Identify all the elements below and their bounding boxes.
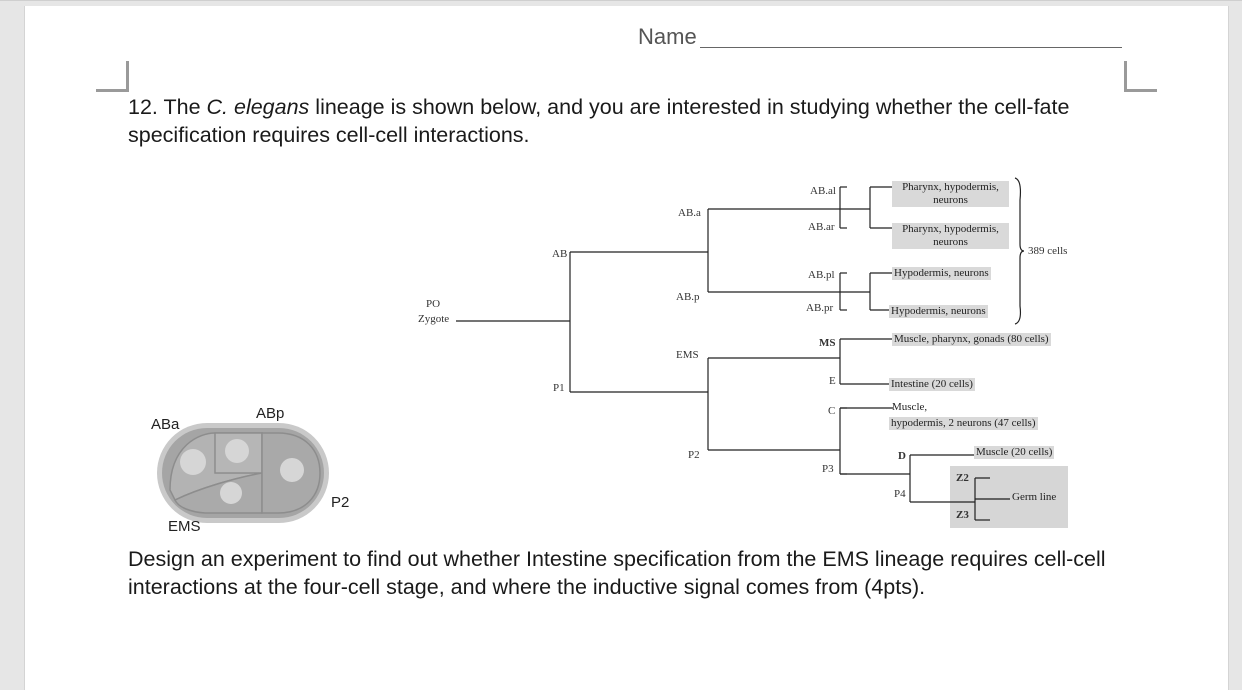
node-ab: AB bbox=[552, 248, 568, 260]
embryo-label-aba: ABa bbox=[151, 416, 180, 433]
nucleus-abp bbox=[225, 439, 249, 463]
node-p3: P3 bbox=[822, 463, 834, 475]
node-e: E bbox=[829, 375, 836, 387]
document-page bbox=[24, 6, 1229, 690]
node-c: C bbox=[828, 405, 836, 417]
node-z2: Z2 bbox=[956, 472, 969, 484]
embryo-label-abp: ABp bbox=[256, 405, 285, 422]
node-ms: MS bbox=[819, 337, 836, 349]
node-abar: AB.ar bbox=[808, 221, 835, 233]
task-text: Design an experiment to find out whether… bbox=[128, 547, 1106, 599]
node-aba: AB.a bbox=[678, 207, 701, 219]
node-d: D bbox=[898, 450, 906, 462]
fate-e: Intestine (20 cells) bbox=[889, 378, 975, 391]
fate-c-line2: hypodermis, 2 neurons (47 cells) bbox=[889, 417, 1038, 430]
node-abpr: AB.pr bbox=[806, 302, 834, 314]
zygote-label: PO bbox=[426, 298, 441, 310]
node-ems: EMS bbox=[676, 349, 699, 361]
fate-abpr: Hypodermis, neurons bbox=[889, 305, 988, 318]
node-p4: P4 bbox=[894, 488, 906, 500]
species-name: C. elegans bbox=[206, 95, 310, 119]
ab-cell-total: 389 cells bbox=[1028, 245, 1068, 257]
question-number: 12. bbox=[128, 95, 158, 119]
name-label: Name bbox=[638, 24, 697, 49]
fate-abpl: Hypodermis, neurons bbox=[892, 267, 991, 280]
window-top-border bbox=[0, 0, 1242, 1]
fate-abar: Pharynx, hypodermis, neurons bbox=[892, 223, 1009, 249]
nucleus-ems bbox=[220, 482, 242, 504]
embryo-label-ems: EMS bbox=[168, 518, 201, 535]
crop-mark-left bbox=[96, 61, 129, 92]
name-field-line[interactable] bbox=[700, 47, 1122, 48]
node-abpl: AB.pl bbox=[808, 269, 835, 281]
crop-mark-right bbox=[1124, 61, 1157, 92]
zygote-label-2: Zygote bbox=[418, 313, 450, 325]
germline-shade bbox=[950, 466, 1068, 528]
node-p2: P2 bbox=[688, 449, 700, 461]
fate-germline: Germ line bbox=[1012, 491, 1057, 503]
fate-abal: Pharynx, hypodermis, neurons bbox=[892, 181, 1009, 207]
fate-d: Muscle (20 cells) bbox=[974, 446, 1055, 459]
question-text: 12. The C. elegans lineage is shown belo… bbox=[128, 95, 1070, 147]
nucleus-aba bbox=[180, 449, 206, 475]
nucleus-p2 bbox=[280, 458, 304, 482]
node-p1: P1 bbox=[553, 382, 565, 394]
node-abal: AB.al bbox=[810, 185, 836, 197]
node-z3: Z3 bbox=[956, 509, 969, 521]
embryo-label-p2: P2 bbox=[331, 494, 350, 511]
fate-ms: Muscle, pharynx, gonads (80 cells) bbox=[892, 333, 1051, 346]
node-abp: AB.p bbox=[676, 291, 700, 303]
fate-c-line1: Muscle, bbox=[892, 401, 928, 413]
